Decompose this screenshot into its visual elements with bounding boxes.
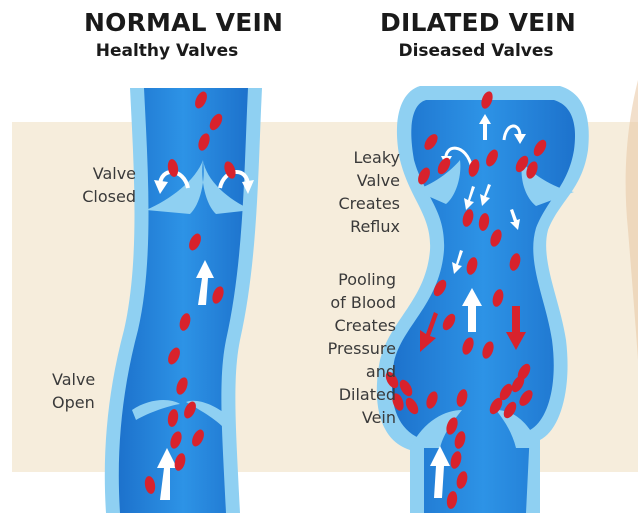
normal-subtitle-text: Healthy Valves	[84, 40, 250, 62]
label-leaky-valve: Leaky Valve Creates Reflux	[300, 146, 400, 238]
dilated-title-text: DILATED VEIN	[380, 8, 572, 38]
label-valve-open: Valve Open	[52, 368, 122, 414]
label-valve-closed: Valve Closed	[40, 162, 136, 208]
normal-vein-title: NORMAL VEIN Healthy Valves	[84, 8, 250, 62]
dilated-vein-title: DILATED VEIN Diseased Valves	[380, 8, 572, 62]
normal-title-text: NORMAL VEIN	[84, 8, 250, 38]
dilated-subtitle-text: Diseased Valves	[380, 40, 572, 62]
label-pooling-blood: Pooling of Blood Creates Pressure and Di…	[266, 268, 396, 429]
